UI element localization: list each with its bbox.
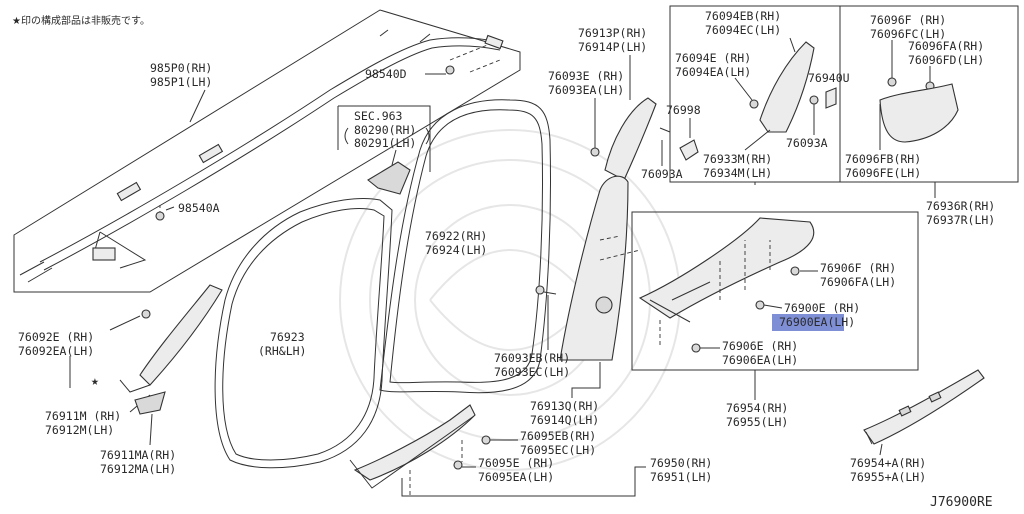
- sec963-box: [338, 105, 431, 172]
- label-76940u: 76940U: [808, 71, 850, 85]
- label-76094ea: 76094EA(LH): [675, 65, 751, 79]
- diagram-code: J76900RE: [930, 495, 993, 510]
- label-76912m: 76912M(LH): [45, 423, 114, 437]
- label-76923: 76923: [270, 330, 305, 344]
- label-76934m: 76934M(LH): [703, 166, 772, 180]
- label-76900ea: 76900EA(LH): [779, 315, 855, 329]
- rear-weatherstrip: [379, 99, 551, 394]
- label-76094eb: 76094EB(RH): [705, 9, 781, 23]
- label-76937r: 76937R(LH): [926, 213, 995, 227]
- b-pillar-upper: [604, 97, 657, 181]
- label-76955a: 76955+A(LH): [850, 470, 926, 484]
- part-76940u: [825, 87, 837, 109]
- front-kicking-plate: [353, 404, 476, 481]
- label-76093a-2: 76093A: [786, 136, 828, 150]
- label-76913p: 76913P(RH): [578, 26, 647, 40]
- a-pillar-garnish: [139, 284, 223, 386]
- label-76954: 76954(RH): [726, 401, 788, 415]
- rear-quarter-trim: [879, 83, 959, 143]
- label-98540d: 98540D: [365, 67, 407, 81]
- rear-kicking-plate: [638, 217, 815, 319]
- label-76906fa: 76906FA(LH): [820, 275, 896, 289]
- label-80291: 80291(LH): [354, 136, 416, 150]
- label-76913q: 76913Q(RH): [530, 399, 599, 413]
- rear-quarter-box: [839, 5, 1019, 183]
- label-76922: 76922(RH): [425, 229, 487, 243]
- label-76095ec: 76095EC(LH): [520, 443, 596, 457]
- front-weatherstrip: [214, 198, 393, 469]
- label-76093a-1: 76093A: [641, 167, 683, 181]
- label-76095e: 76095E (RH): [478, 456, 554, 470]
- label-76924: 76924(LH): [425, 243, 487, 257]
- label-76911m: 76911M (RH): [45, 409, 121, 423]
- label-76094ec: 76094EC(LH): [705, 23, 781, 37]
- clip-76998: [679, 139, 699, 161]
- label-76955: 76955(LH): [726, 415, 788, 429]
- label-76950: 76950(RH): [650, 456, 712, 470]
- label-76906ea: 76906EA(LH): [722, 353, 798, 367]
- label-76095ea: 76095EA(LH): [478, 470, 554, 484]
- label-76906e: 76906E (RH): [722, 339, 798, 353]
- label-76093e: 76093E (RH): [548, 69, 624, 83]
- label-76096fb: 76096FB(RH): [845, 152, 921, 166]
- label-985p1: 985P1(LH): [150, 75, 212, 89]
- label-76900e: 76900E (RH): [784, 301, 860, 315]
- label-76096f: 76096F (RH): [870, 13, 946, 27]
- label-76092ea: 76092EA(LH): [18, 344, 94, 358]
- label-76096fe: 76096FE(LH): [845, 166, 921, 180]
- b-pillar-lower: [559, 175, 629, 361]
- label-76951: 76951(LH): [650, 470, 712, 484]
- label-76914q: 76914Q(LH): [530, 413, 599, 427]
- label-76095eb: 76095EB(RH): [520, 429, 596, 443]
- highlight-76900ea: [772, 314, 844, 331]
- label-76998: 76998: [666, 103, 701, 117]
- label-76093eb: 76093EB(RH): [494, 351, 570, 365]
- label-76093ec: 76093EC(LH): [494, 365, 570, 379]
- label-76936r: 76936R(RH): [926, 199, 995, 213]
- c-pillar-garnish: [759, 41, 815, 133]
- label-76096fd: 76096FD(LH): [908, 53, 984, 67]
- label-76911ma: 76911MA(RH): [100, 448, 176, 462]
- mirror-mount-part: [367, 161, 411, 195]
- label-76923-side: (RH&LH): [258, 344, 306, 358]
- label-985p0: 985P0(RH): [150, 61, 212, 75]
- label-sec963: SEC.963: [354, 109, 403, 123]
- pillar-clip-part: [134, 391, 166, 415]
- label-76096fc: 76096FC(LH): [870, 27, 946, 41]
- star-mark: ★: [91, 374, 99, 389]
- label-76092e: 76092E (RH): [18, 330, 94, 344]
- kicking-plate-addon: [863, 369, 985, 445]
- label-98540a: 98540A: [178, 201, 220, 215]
- label-76094e: 76094E (RH): [675, 51, 751, 65]
- kicking-plate-box: [631, 211, 919, 371]
- label-76093ea: 76093EA(LH): [548, 83, 624, 97]
- label-76096fa: 76096FA(RH): [908, 39, 984, 53]
- label-76912ma: 76912MA(LH): [100, 462, 176, 476]
- label-76954a: 76954+A(RH): [850, 456, 926, 470]
- label-76914p: 76914P(LH): [578, 40, 647, 54]
- label-76933m: 76933M(RH): [703, 152, 772, 166]
- label-80290: 80290(RH): [354, 123, 416, 137]
- roof-rail-box: [13, 9, 521, 293]
- curtain-airbag: [39, 37, 501, 263]
- note-text: ★印の構成部品は非販売です。: [12, 14, 150, 27]
- label-76906f: 76906F (RH): [820, 261, 896, 275]
